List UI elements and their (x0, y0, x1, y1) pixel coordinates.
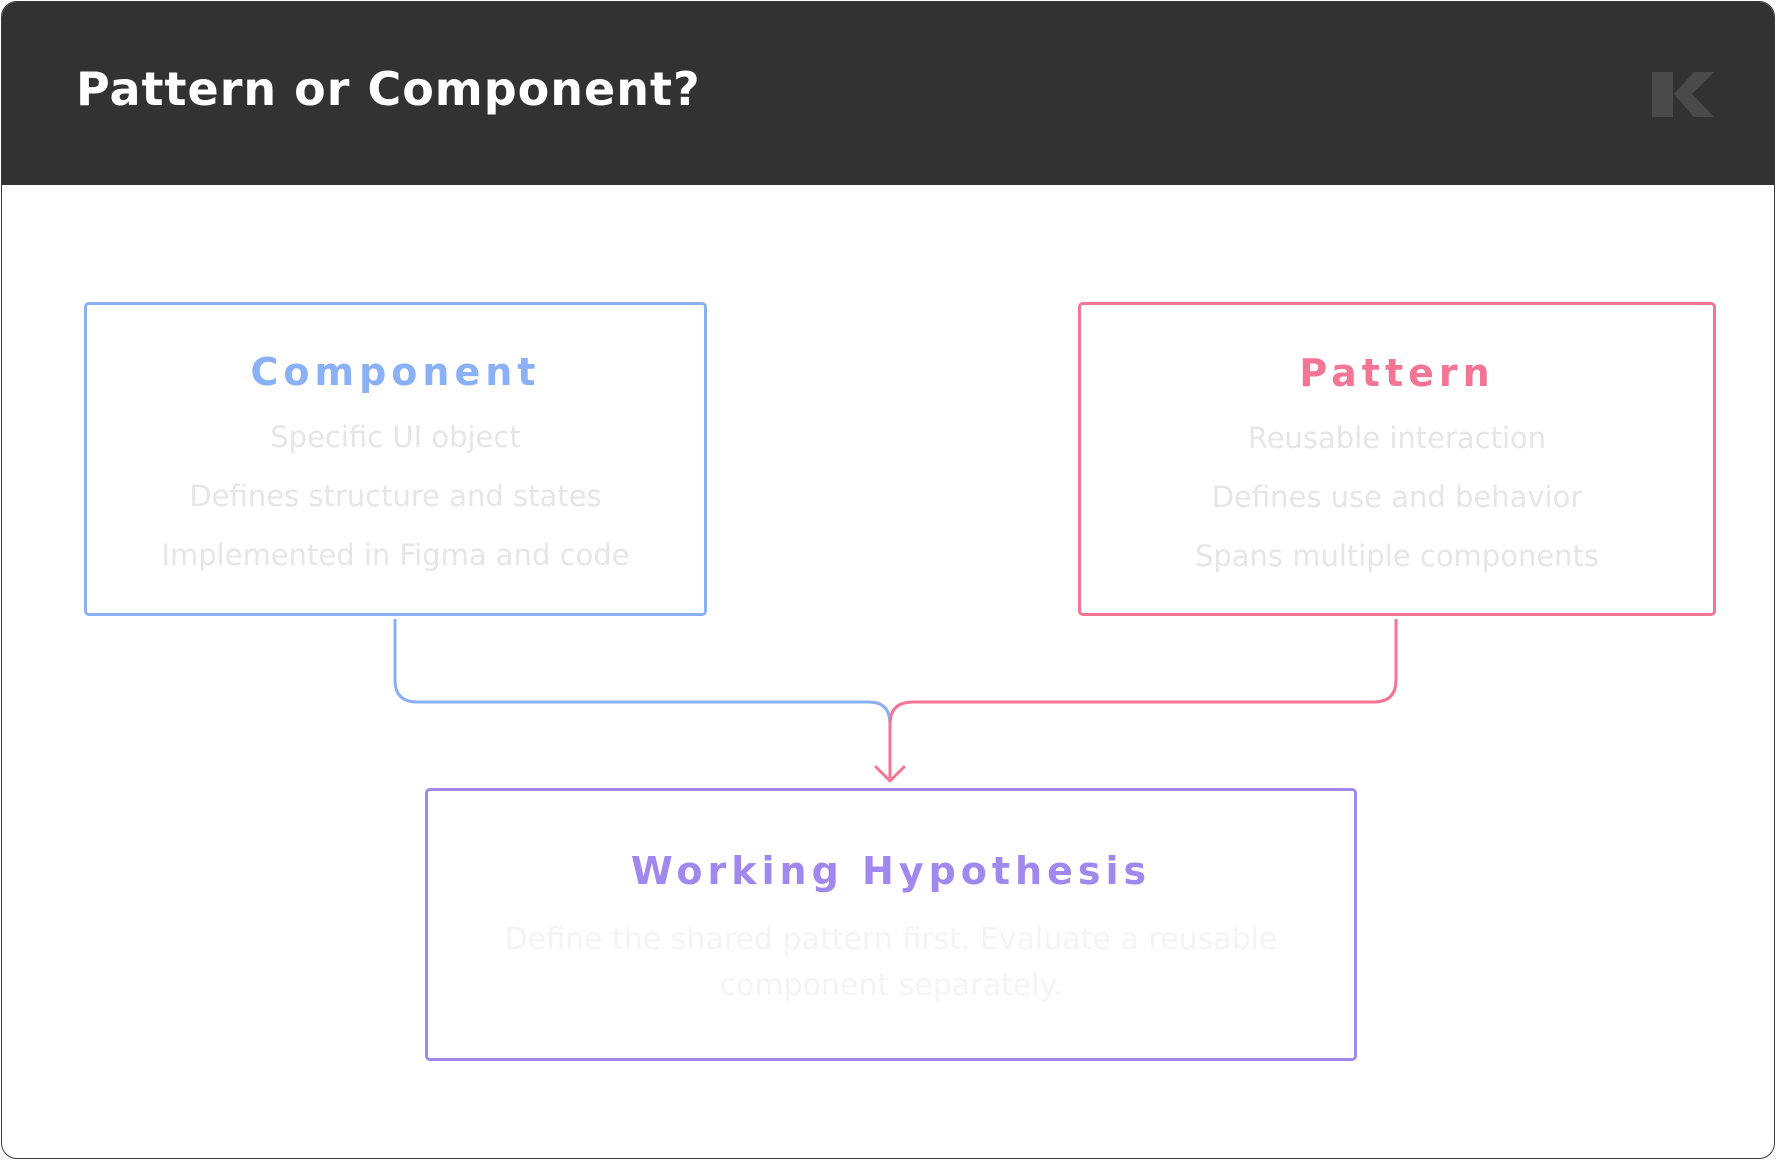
hypothesis-title: Working Hypothesis (630, 849, 1152, 893)
hypothesis-card: Working Hypothesis Define the shared pat… (425, 788, 1357, 1061)
component-trait: Implemented in Figma and code (161, 538, 630, 572)
pattern-title: Pattern (1299, 351, 1495, 395)
header-bar: Pattern or Component? (2, 2, 1774, 185)
pattern-card: Pattern Reusable interaction Defines use… (1078, 302, 1716, 616)
component-traits: Specific UI object Defines structure and… (87, 408, 704, 585)
k-logo-icon (1652, 72, 1714, 117)
component-trait: Defines structure and states (189, 479, 602, 513)
pattern-connector (888, 619, 1398, 778)
pattern-trait: Reusable interaction (1247, 421, 1547, 455)
pattern-traits: Reusable interaction Defines use and beh… (1081, 409, 1713, 586)
component-connector (393, 619, 892, 778)
component-title: Component (250, 350, 541, 394)
arrow-down-icon (874, 765, 906, 783)
component-card: Component Specific UI object Defines str… (84, 302, 707, 616)
page-title: Pattern or Component? (76, 62, 701, 116)
pattern-trait: Defines use and behavior (1211, 480, 1583, 514)
pattern-trait: Spans multiple components (1194, 539, 1600, 573)
component-trait: Specific UI object (270, 420, 521, 454)
hypothesis-body: Define the shared pattern first. Evaluat… (504, 922, 1278, 1003)
